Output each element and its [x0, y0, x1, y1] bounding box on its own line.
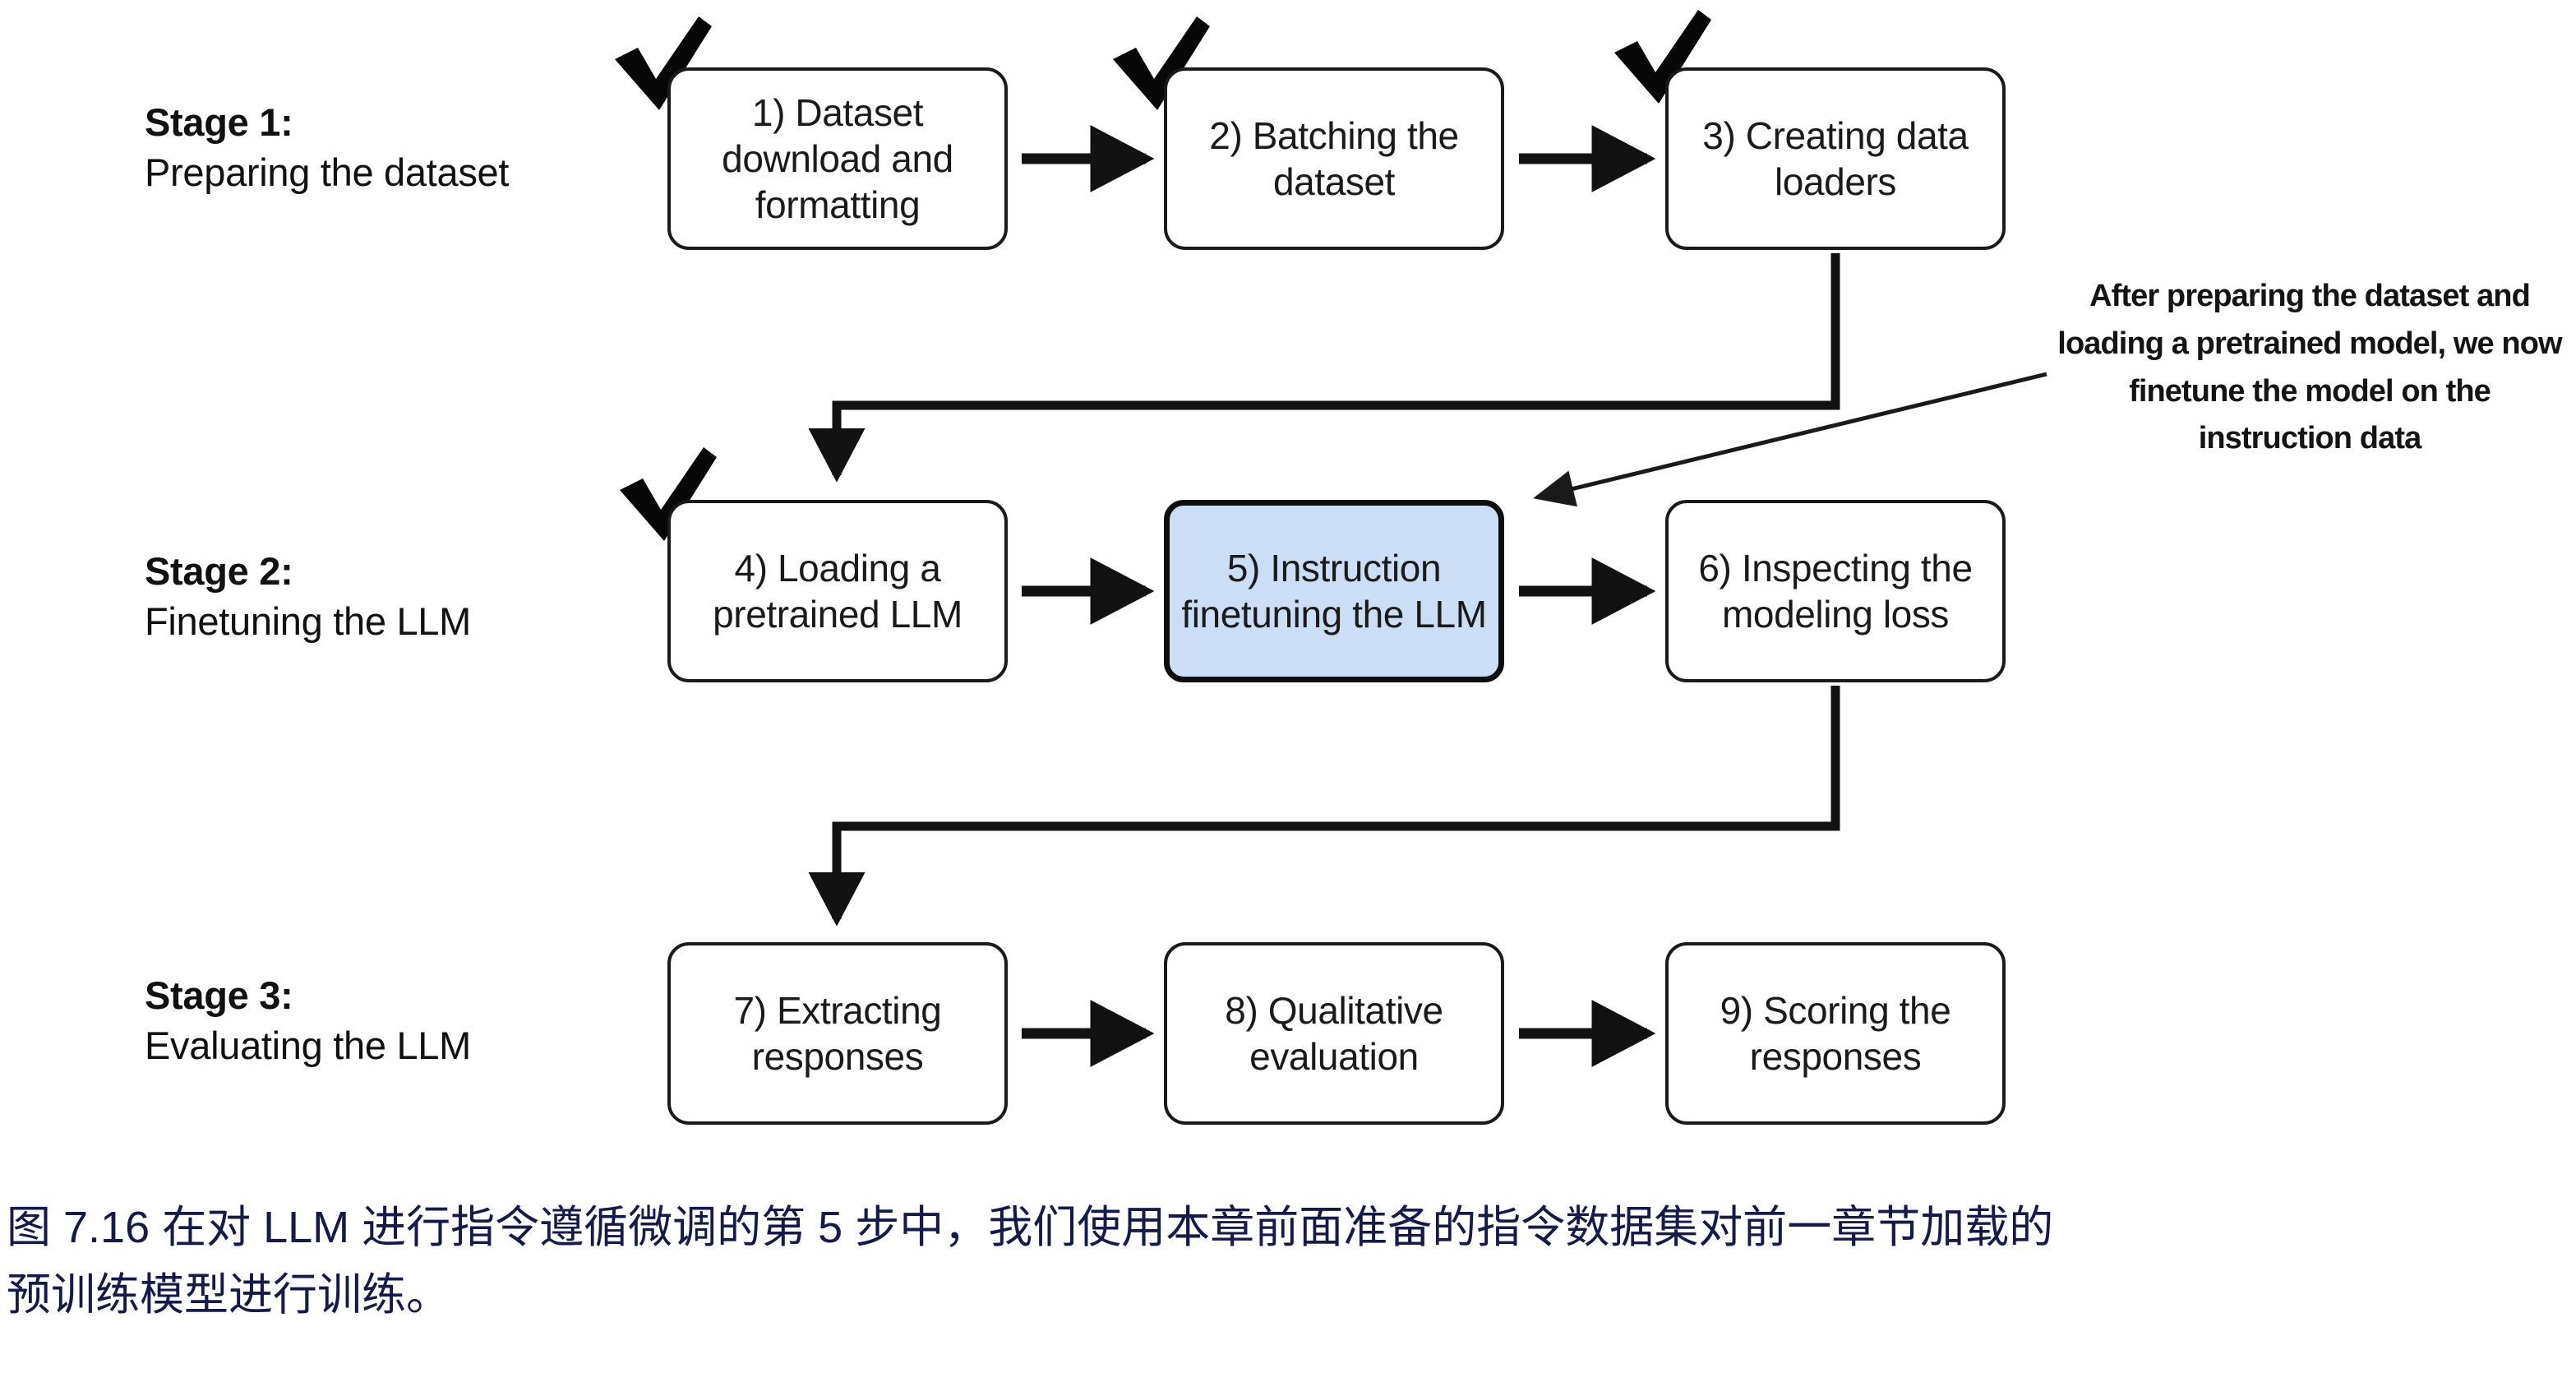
figure-caption-line-1: 图 7.16 在对 LLM 进行指令遵循微调的第 5 步中，我们使用本章前面准备… — [7, 1203, 2054, 1252]
annotation-leader-arrow — [1533, 372, 2047, 507]
flow-step-box-7[interactable]: 7) Extracting responses — [667, 942, 1008, 1125]
flow-step-box-8[interactable]: 8) Qualitative evaluation — [1164, 942, 1504, 1125]
figure-caption: 图 7.16 在对 LLM 进行指令遵循微调的第 5 步中，我们使用本章前面准备… — [7, 1194, 2571, 1329]
arrow-step6-to-step7 — [808, 686, 1840, 927]
stage-1-title: Stage 1: — [145, 100, 293, 144]
flow-step-label-2: 2) Batching the dataset — [1209, 113, 1459, 203]
flow-step-box-4[interactable]: 4) Loading a pretrained LLM — [667, 500, 1008, 682]
stage-1-subtitle: Preparing the dataset — [145, 150, 510, 195]
flow-step-box-5[interactable]: 5) Instruction finetuning the LLM — [1164, 500, 1504, 682]
stage-2-title: Stage 2: — [145, 549, 293, 593]
stage-3-subtitle: Evaluating the LLM — [145, 1024, 471, 1068]
flow-step-label-1: 1) Dataset download and formatting — [722, 90, 953, 227]
flow-step-box-1[interactable]: 1) Dataset download and formatting — [667, 67, 1008, 250]
flow-step-label-7: 7) Extracting responses — [733, 988, 942, 1078]
stage-label-2: Stage 2: Finetuning the LLM — [145, 546, 471, 646]
flow-step-label-8: 8) Qualitative evaluation — [1225, 988, 1443, 1078]
arrow-step3-to-step4 — [808, 253, 1840, 483]
figure-caption-line-2: 预训练模型进行训练。 — [7, 1270, 450, 1320]
flow-step-label-4: 4) Loading a pretrained LLM — [713, 546, 963, 636]
flow-step-box-3[interactable]: 3) Creating data loaders — [1665, 67, 2006, 250]
stage-label-1: Stage 1: Preparing the dataset — [145, 97, 509, 197]
flow-step-box-2[interactable]: 2) Batching the dataset — [1164, 67, 1504, 250]
flow-step-label-3: 3) Creating data loaders — [1702, 113, 1969, 203]
flow-step-label-5: 5) Instruction finetuning the LLM — [1181, 546, 1487, 636]
stage-label-3: Stage 3: Evaluating the LLM — [145, 970, 471, 1070]
flow-step-label-9: 9) Scoring the responses — [1720, 988, 1951, 1078]
flow-step-box-6[interactable]: 6) Inspecting the modeling loss — [1665, 500, 2006, 682]
flow-step-label-6: 6) Inspecting the modeling loss — [1698, 546, 1973, 636]
stage-2-subtitle: Finetuning the LLM — [145, 599, 471, 644]
annotation-note-text: After preparing the dataset and loading … — [2057, 279, 2562, 456]
flow-step-box-9[interactable]: 9) Scoring the responses — [1665, 942, 2006, 1125]
stage-3-title: Stage 3: — [145, 973, 293, 1017]
